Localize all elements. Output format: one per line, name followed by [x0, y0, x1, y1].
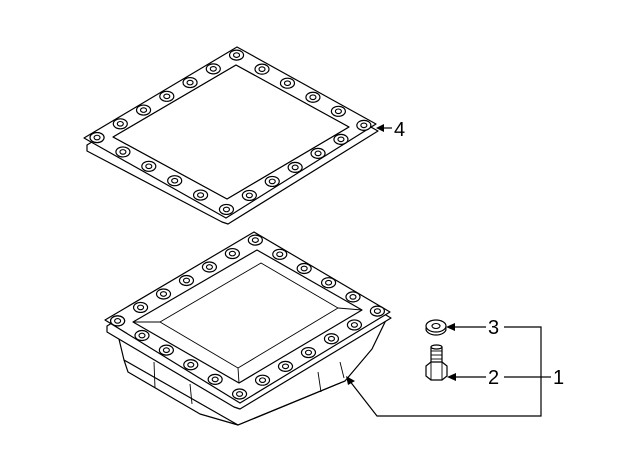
oil-pan-icon[interactable]: [104, 231, 392, 426]
washer-icon[interactable]: [425, 319, 447, 336]
bolt-hole: [211, 376, 219, 383]
bolt-hole: [327, 335, 336, 342]
bolt-hole: [140, 107, 148, 113]
bolt-hole: [116, 120, 124, 127]
bolt-hole: [304, 349, 313, 356]
bolt-hole: [334, 108, 342, 115]
gasket-icon[interactable]: [83, 46, 379, 225]
bolt-hole: [186, 79, 194, 86]
bolt-hole: [283, 80, 292, 87]
bolt-hole: [162, 347, 170, 353]
bolt-hole: [228, 250, 236, 257]
pan-bolt-holes: [109, 234, 385, 400]
bolt-hole: [291, 164, 299, 171]
bolt-hole: [205, 264, 213, 270]
bolt-hole: [197, 192, 205, 198]
callout-4: 4: [394, 119, 405, 141]
bolt-hole: [258, 66, 266, 72]
bolt-hole: [349, 294, 357, 300]
bolt-hole: [268, 178, 276, 185]
bolt-hole: [309, 94, 317, 101]
leader-lines: [346, 124, 551, 417]
bolt-hole: [138, 332, 146, 339]
bolt-hole: [236, 391, 244, 397]
bolt-hole: [360, 122, 368, 129]
bolt-hole: [171, 177, 179, 184]
bolt-hole: [93, 134, 101, 141]
bolt-hole: [119, 149, 127, 155]
bolt-hole: [245, 192, 253, 199]
gasket-bolt-holes: [89, 49, 372, 216]
callout-2: 2: [488, 367, 499, 389]
bolt-hole: [350, 322, 358, 328]
bolt-hole: [314, 150, 322, 157]
bolt-hole: [300, 265, 308, 272]
callout-1: 1: [553, 367, 564, 389]
bolt-hole: [222, 206, 230, 213]
bolt-hole: [276, 251, 284, 258]
bolt-hole: [281, 363, 290, 370]
bolt-hole: [337, 136, 345, 143]
bolt-icon[interactable]: [425, 344, 448, 381]
bolt-hole: [114, 318, 122, 324]
bolt-hole: [187, 361, 195, 368]
bolt-hole: [373, 308, 381, 314]
bolt-hole: [159, 291, 168, 297]
bolt-hole: [251, 237, 259, 243]
bolt-hole: [233, 52, 241, 58]
bolt-hole: [137, 304, 145, 311]
bolt-hole: [163, 93, 171, 100]
bolt-hole: [182, 277, 191, 284]
bolt-hole: [209, 65, 217, 72]
bolt-hole: [145, 163, 153, 170]
callout-3: 3: [488, 317, 499, 339]
bolt-hole: [258, 377, 267, 384]
bolt-hole: [325, 279, 333, 286]
